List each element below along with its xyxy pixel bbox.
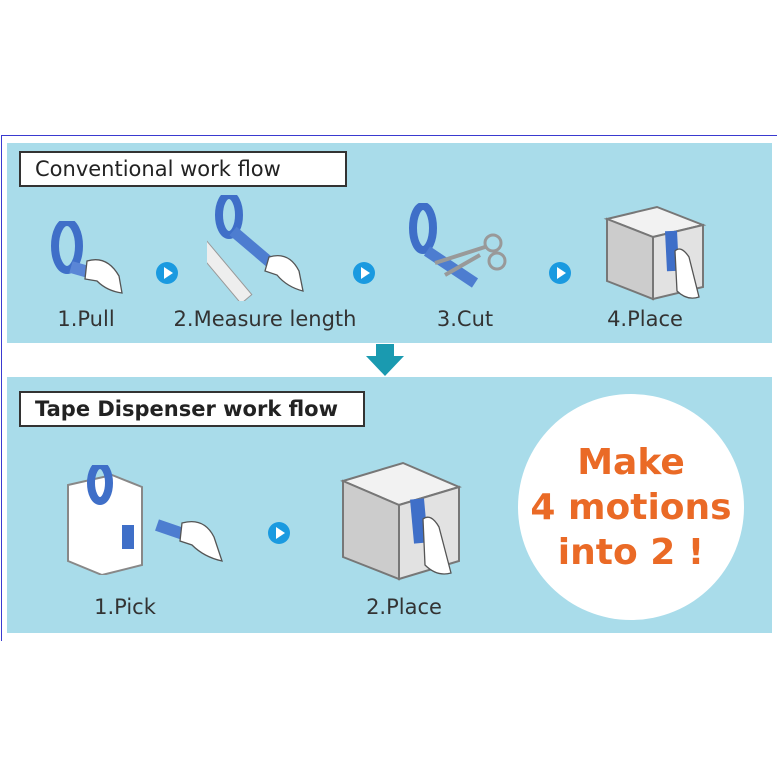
dispenser-pick-icon	[67, 465, 223, 575]
scissors-cut-icon	[409, 203, 507, 288]
callout-line: 4 motions	[530, 486, 732, 528]
step-label: 2.Measure length	[173, 307, 357, 331]
callout-line: Make	[577, 441, 685, 483]
next-arrow-icon	[549, 262, 571, 284]
dispenser-title: Tape Dispenser work flow	[19, 391, 365, 427]
step-label: 1.Pick	[94, 595, 156, 619]
tape-pull-icon	[51, 221, 123, 294]
step-label: 1.Pull	[57, 307, 115, 331]
step-label: 4.Place	[607, 307, 683, 331]
conventional-title: Conventional work flow	[19, 151, 347, 187]
frame	[1, 135, 777, 641]
step-label: 3.Cut	[436, 307, 494, 331]
next-arrow-icon	[268, 522, 290, 544]
tape-measure-icon	[207, 195, 304, 301]
callout-line: into 2 !	[557, 531, 705, 573]
next-arrow-icon	[353, 262, 375, 284]
box-place-icon	[603, 205, 707, 301]
box-place-icon	[340, 461, 462, 581]
next-arrow-icon	[156, 262, 178, 284]
step-label: 2.Place	[366, 595, 442, 619]
conventional-workflow-panel: Conventional work flow 1.Pull 2.Measure …	[7, 143, 772, 343]
down-arrow-icon	[366, 344, 404, 376]
callout-circle: Make 4 motions into 2 !	[518, 394, 744, 620]
